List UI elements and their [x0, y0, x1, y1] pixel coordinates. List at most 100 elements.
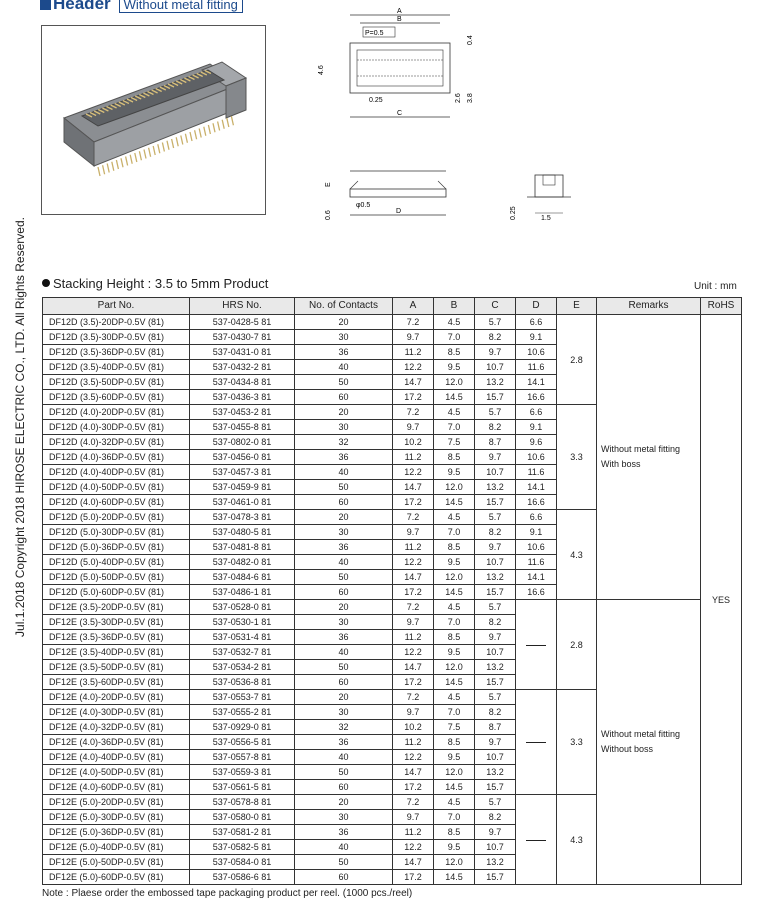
contacts-cell: 50	[294, 569, 393, 585]
b-cell: 14.5	[433, 869, 475, 885]
part-no-cell: DF12D (5.0)-36DP-0.5V (81)	[42, 539, 190, 555]
hrs-no-cell: 537-0453-2 81	[189, 404, 295, 420]
d-cell: 9.6	[515, 434, 557, 450]
col-e: E	[556, 297, 597, 315]
hrs-no-cell: 537-0457-3 81	[189, 464, 295, 480]
dim-phi: φ0.5	[356, 202, 370, 209]
contacts-cell: 40	[294, 644, 393, 660]
contacts-cell: 60	[294, 779, 393, 795]
connector-photo	[41, 25, 266, 215]
col-remarks: Remarks	[596, 297, 701, 315]
hrs-no-cell: 537-0582-5 81	[189, 839, 295, 855]
contacts-cell: 30	[294, 419, 393, 435]
b-cell: 7.0	[433, 419, 475, 435]
footnote: Note : Plaese order the embossed tape pa…	[42, 888, 413, 899]
hrs-no-cell: 537-0481-8 81	[189, 539, 295, 555]
c-cell: 5.7	[474, 314, 516, 330]
b-cell: 12.0	[433, 659, 475, 675]
a-cell: 11.2	[392, 629, 434, 645]
d-cell-none	[515, 599, 557, 690]
copyright-vertical: Jul.1.2018 Copyright 2018 HIROSE ELECTRI…	[13, 217, 27, 637]
hrs-no-cell: 537-0459-9 81	[189, 479, 295, 495]
a-cell: 14.7	[392, 569, 434, 585]
part-no-cell: DF12D (3.5)-60DP-0.5V (81)	[42, 389, 190, 405]
part-no-cell: DF12D (3.5)-36DP-0.5V (81)	[42, 344, 190, 360]
contacts-cell: 36	[294, 629, 393, 645]
c-cell: 15.7	[474, 674, 516, 690]
top-view-drawing: A B P=0.5 4.6 0.4 0.25 C 2.6 3.8	[305, 5, 495, 135]
c-cell: 15.7	[474, 779, 516, 795]
b-cell: 8.5	[433, 629, 475, 645]
d-cell: 14.1	[515, 569, 557, 585]
b-cell: 4.5	[433, 599, 475, 615]
b-cell: 8.5	[433, 449, 475, 465]
a-cell: 7.2	[392, 794, 434, 810]
contacts-cell: 60	[294, 869, 393, 885]
part-no-cell: DF12E (4.0)-32DP-0.5V (81)	[42, 719, 190, 735]
b-cell: 7.5	[433, 719, 475, 735]
b-cell: 7.0	[433, 704, 475, 720]
a-cell: 17.2	[392, 869, 434, 885]
hrs-no-cell: 537-0428-5 81	[189, 314, 295, 330]
c-cell: 10.7	[474, 644, 516, 660]
part-no-cell: DF12D (4.0)-32DP-0.5V (81)	[42, 434, 190, 450]
contacts-cell: 40	[294, 839, 393, 855]
b-cell: 9.5	[433, 359, 475, 375]
b-cell: 4.5	[433, 314, 475, 330]
part-no-cell: DF12E (4.0)-30DP-0.5V (81)	[42, 704, 190, 720]
c-cell: 10.7	[474, 749, 516, 765]
section-header: Header Without metal fitting	[40, 0, 243, 14]
c-cell: 13.2	[474, 374, 516, 390]
b-cell: 9.5	[433, 644, 475, 660]
hrs-no-cell: 537-0456-0 81	[189, 449, 295, 465]
hrs-no-cell: 537-0461-0 81	[189, 494, 295, 510]
dim-0-4: 0.4	[467, 35, 474, 45]
contacts-cell: 20	[294, 689, 393, 705]
d-cell: 11.6	[515, 554, 557, 570]
hrs-no-cell: 537-0436-3 81	[189, 389, 295, 405]
part-no-cell: DF12E (3.5)-20DP-0.5V (81)	[42, 599, 190, 615]
a-cell: 12.2	[392, 464, 434, 480]
contacts-cell: 50	[294, 659, 393, 675]
e-cell: 2.8	[556, 314, 597, 405]
contacts-cell: 30	[294, 329, 393, 345]
c-cell: 15.7	[474, 389, 516, 405]
header-subtitle: Without metal fitting	[118, 0, 243, 13]
b-cell: 9.5	[433, 749, 475, 765]
a-cell: 12.2	[392, 554, 434, 570]
b-cell: 12.0	[433, 764, 475, 780]
b-cell: 14.5	[433, 494, 475, 510]
c-cell: 5.7	[474, 599, 516, 615]
hrs-no-cell: 537-0555-2 81	[189, 704, 295, 720]
part-no-cell: DF12E (5.0)-60DP-0.5V (81)	[42, 869, 190, 885]
hrs-no-cell: 537-0431-0 81	[189, 344, 295, 360]
e-cell: 4.3	[556, 509, 597, 600]
hrs-no-cell: 537-0531-4 81	[189, 629, 295, 645]
c-cell: 8.2	[474, 329, 516, 345]
a-cell: 12.2	[392, 359, 434, 375]
col-rohs: RoHS	[700, 297, 742, 315]
hrs-no-cell: 537-0478-3 81	[189, 509, 295, 525]
d-cell: 14.1	[515, 374, 557, 390]
remark-line: Without metal fitting	[601, 444, 681, 454]
b-cell: 7.0	[433, 524, 475, 540]
b-cell: 4.5	[433, 404, 475, 420]
hrs-no-cell: 537-0802-0 81	[189, 434, 295, 450]
a-cell: 10.2	[392, 434, 434, 450]
col-part-no: Part No.	[42, 297, 190, 315]
hrs-no-cell: 537-0528-0 81	[189, 599, 295, 615]
a-cell: 14.7	[392, 374, 434, 390]
contacts-cell: 36	[294, 734, 393, 750]
contacts-cell: 60	[294, 674, 393, 690]
